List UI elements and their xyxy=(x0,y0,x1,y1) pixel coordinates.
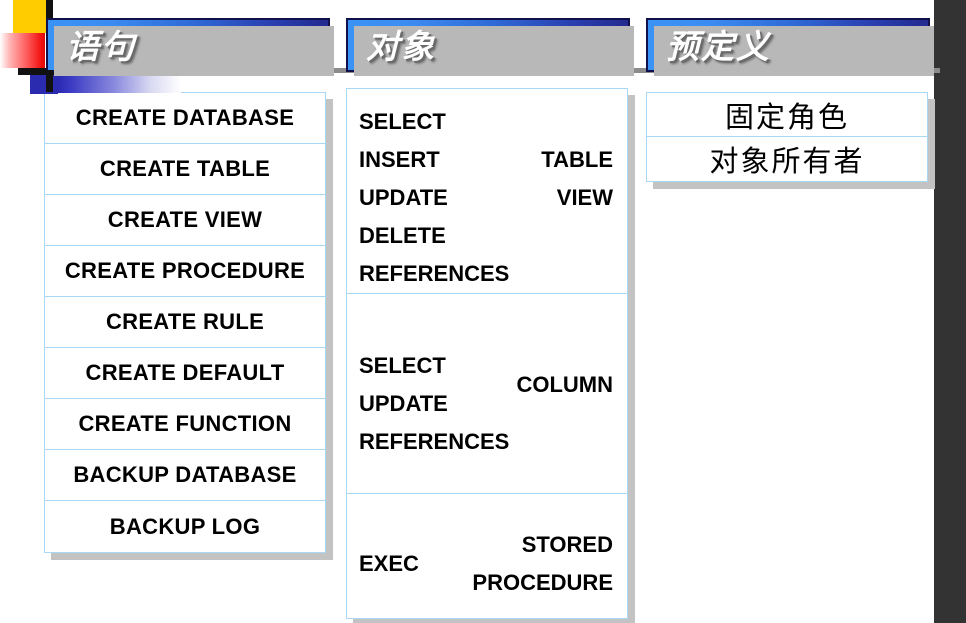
column-title-predefined: 预定义 xyxy=(646,18,934,76)
table-row[interactable]: BACKUP DATABASE xyxy=(45,450,325,501)
table-row[interactable]: CREATE PROCEDURE xyxy=(45,246,325,297)
predefined-label: 固定角色 xyxy=(724,99,849,134)
table-row[interactable]: 固定角色 xyxy=(647,93,927,137)
column-title-statements-label: 语句 xyxy=(66,27,136,67)
table-row[interactable]: CREATE FUNCTION xyxy=(45,399,325,450)
permission-list: EXEC xyxy=(359,551,419,576)
statement-label: CREATE DATABASE xyxy=(75,105,295,130)
statement-label: CREATE DEFAULT xyxy=(85,360,285,385)
object-type-label: COLUMN xyxy=(516,372,613,397)
table-row[interactable]: CREATE RULE xyxy=(45,297,325,348)
statements-table: CREATE DATABASE CREATE TABLE CREATE VIEW… xyxy=(44,92,326,553)
table-row[interactable]: CREATE VIEW xyxy=(45,195,325,246)
title-shadow xyxy=(354,26,634,76)
statement-label: CREATE FUNCTION xyxy=(78,411,292,436)
statement-label: CREATE VIEW xyxy=(107,207,263,232)
statement-label: CREATE RULE xyxy=(105,309,265,334)
decor-yellow-square xyxy=(13,0,46,33)
decor-blue-square xyxy=(30,75,58,94)
decor-red-gradient-bar xyxy=(0,33,45,68)
title-shadow xyxy=(54,26,334,76)
table-row[interactable]: BACKUP LOG xyxy=(45,501,325,552)
table-row[interactable]: CREATE DEFAULT xyxy=(45,348,325,399)
column-title-objects: 对象 xyxy=(346,18,634,76)
statement-label: BACKUP DATABASE xyxy=(73,462,297,487)
statement-label: CREATE PROCEDURE xyxy=(64,258,306,283)
table-row[interactable]: CREATE TABLE xyxy=(45,144,325,195)
title-shadow xyxy=(654,26,934,76)
table-row[interactable]: CREATE DATABASE xyxy=(45,93,325,144)
column-title-predefined-label: 预定义 xyxy=(666,27,771,67)
predefined-table: 固定角色 对象所有者 xyxy=(646,92,928,182)
statement-label: BACKUP LOG xyxy=(109,513,261,539)
right-edge-band xyxy=(934,0,966,623)
statement-label: CREATE TABLE xyxy=(99,156,271,181)
table-row[interactable]: 对象所有者 xyxy=(647,137,927,181)
column-title-statements: 语句 xyxy=(46,18,334,76)
predefined-label: 对象所有者 xyxy=(709,144,865,178)
decor-blue-gradient-bar xyxy=(53,76,181,93)
column-title-objects-label: 对象 xyxy=(366,27,436,67)
decor-black-vertical-rule-lower xyxy=(46,70,53,92)
